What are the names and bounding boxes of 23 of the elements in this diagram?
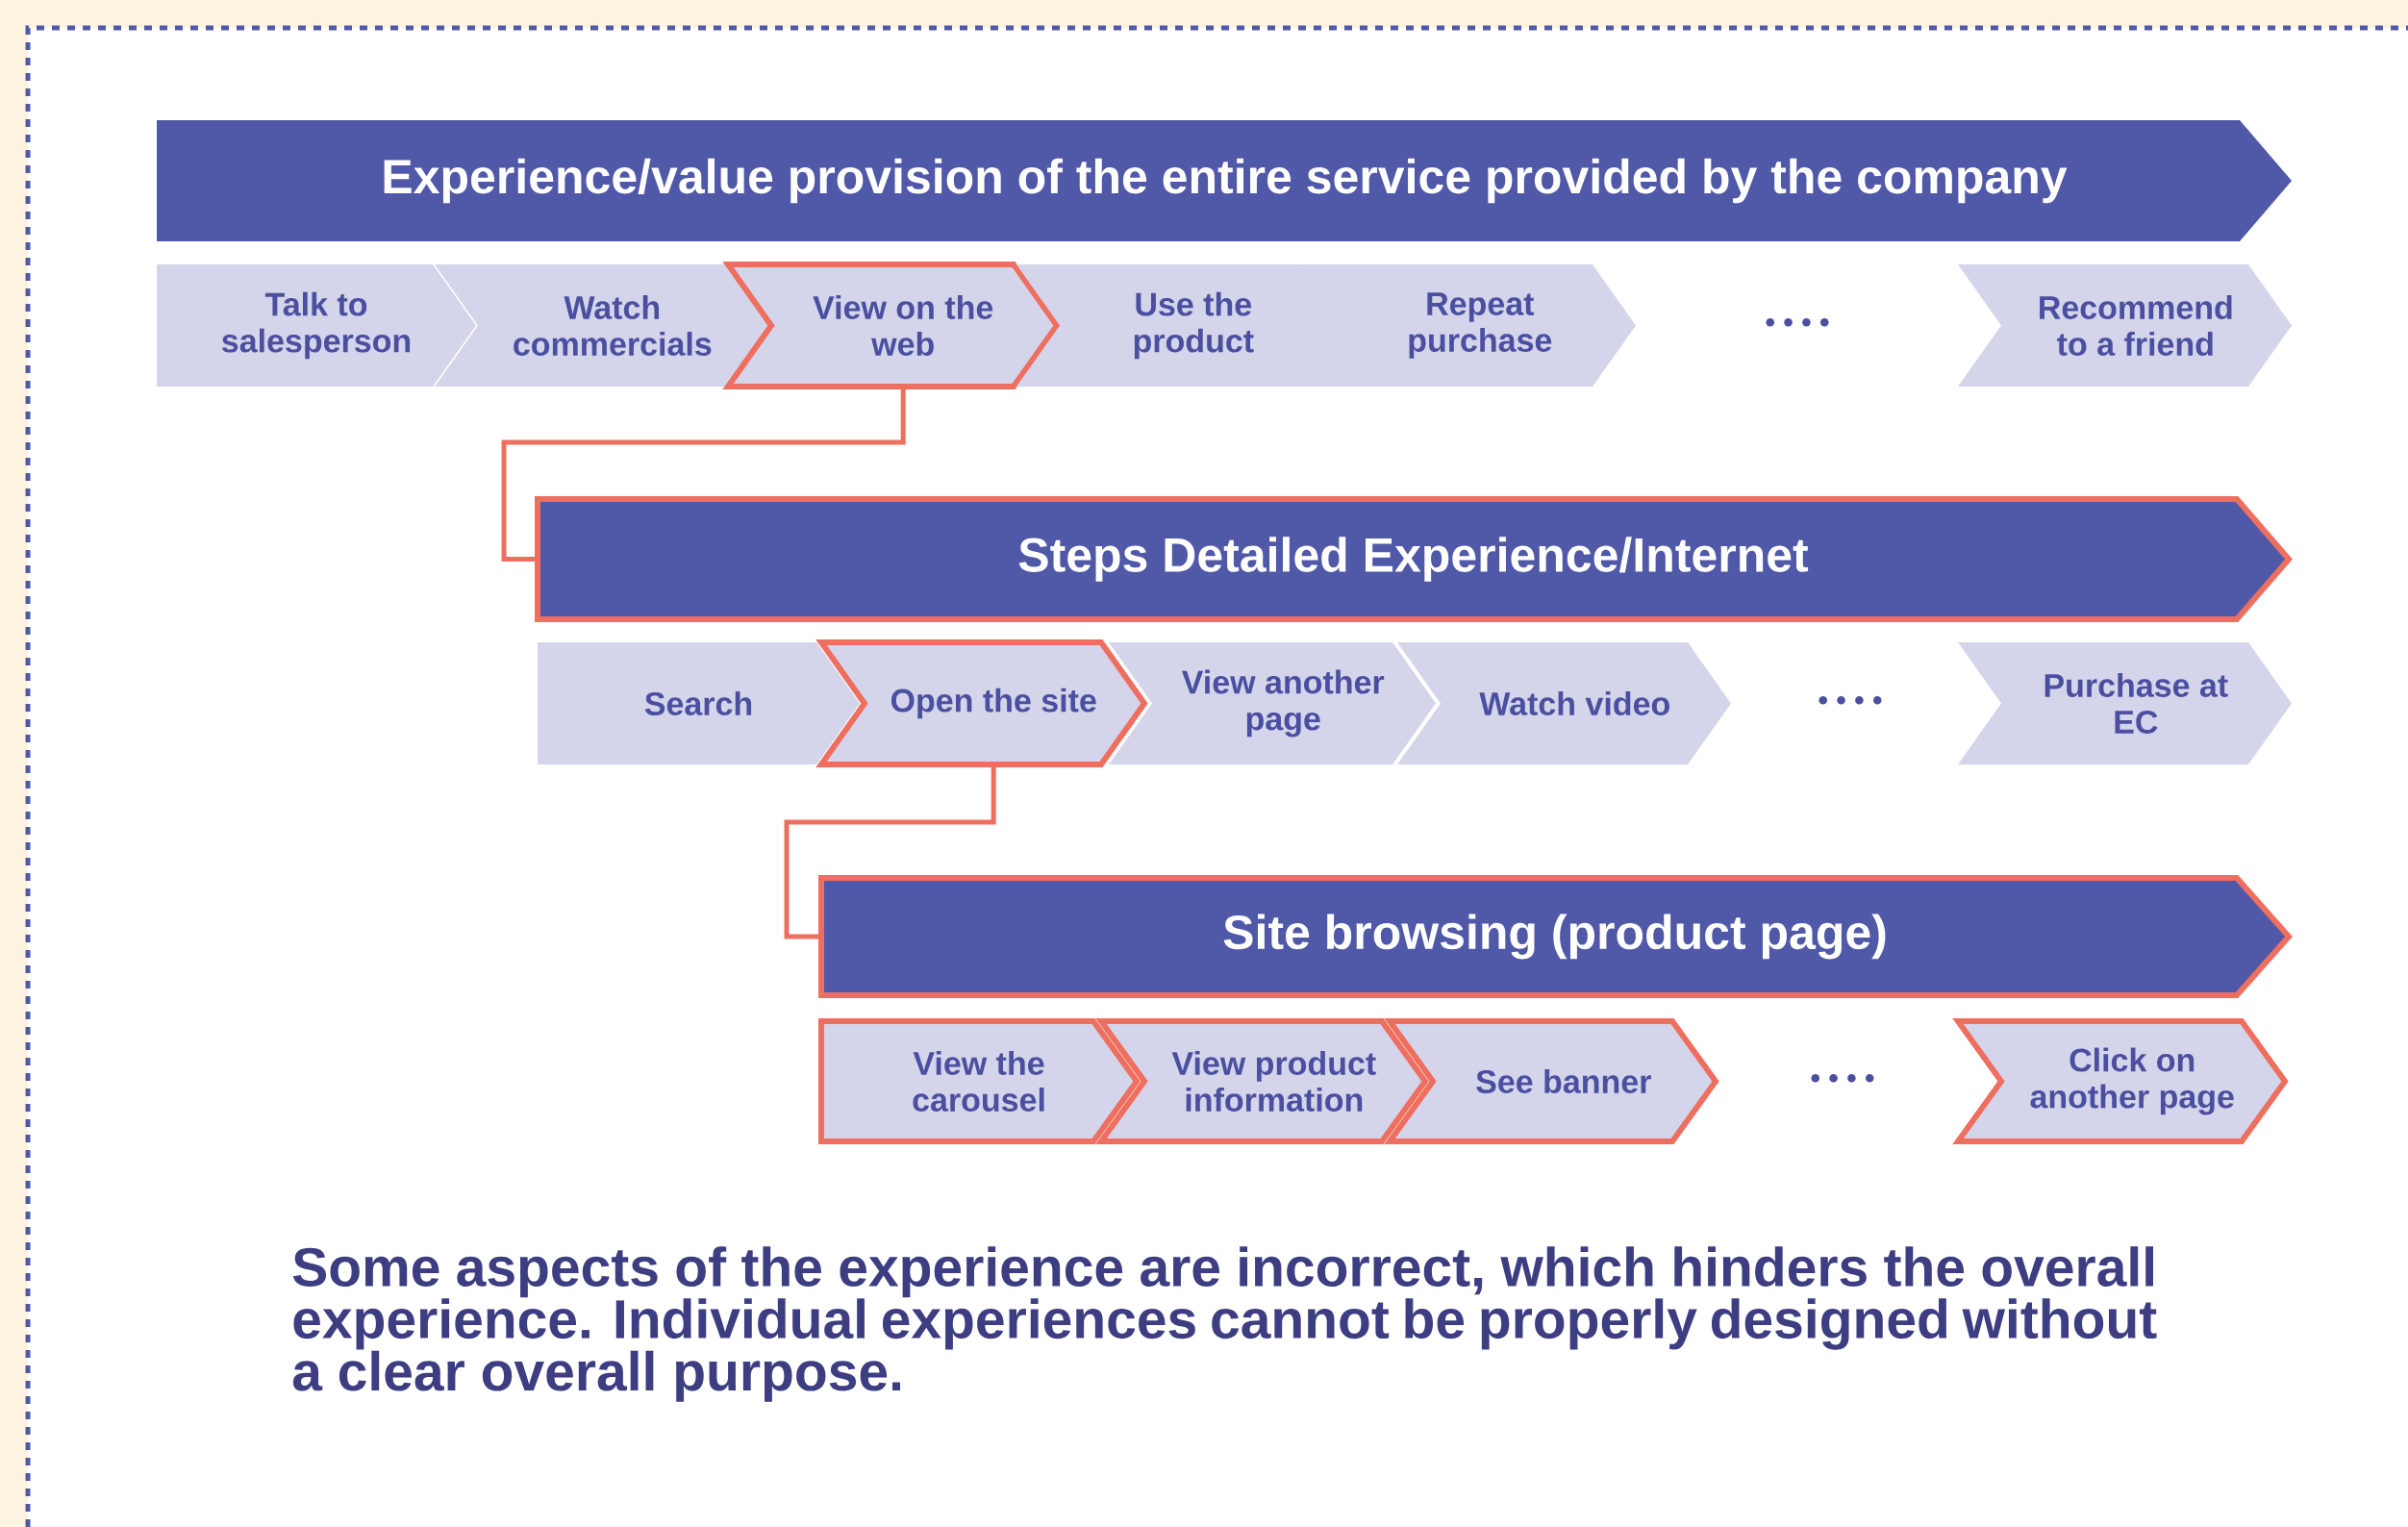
node-label: Talk to salesperson: [221, 291, 411, 360]
node-label: Watch commercials: [514, 295, 712, 356]
chevron-step: Purchase at EC: [1958, 642, 2292, 764]
node-label: Search: [644, 691, 752, 715]
chevron-step: Repeat purchase: [1302, 264, 1636, 387]
chevron-step: Watch commercials: [435, 264, 768, 387]
chevron-step: Search: [538, 642, 860, 764]
ellipsis-dots: • • • •: [1766, 317, 1829, 327]
node-label: Repeat purchase: [1409, 292, 1552, 359]
node-label: Watch video: [1479, 691, 1669, 715]
chevron-step: Use the product: [1016, 264, 1348, 387]
chevron-step: Recommend to a friend: [1958, 264, 2292, 387]
node-label: View another page: [1181, 669, 1385, 738]
ellipsis-dots: • • • •: [1811, 1073, 1874, 1083]
ellipsis-dots: • • • •: [1819, 695, 1882, 705]
chevron-step: Talk to salesperson: [157, 264, 476, 387]
connector-line: [501, 387, 906, 562]
node-label: Use the product: [1134, 291, 1254, 360]
connector-line: [784, 764, 996, 939]
caption-text: Some aspects of the experience are incorrect, which hinders the overall experience. Individual experiences cannot be properly designed without a clear overall purpose.: [292, 1246, 2157, 1402]
chevron-step: View another page: [1109, 642, 1436, 764]
chevron-step: View the carousel: [818, 1018, 1141, 1144]
chevron-step: Watch video: [1397, 642, 1731, 764]
